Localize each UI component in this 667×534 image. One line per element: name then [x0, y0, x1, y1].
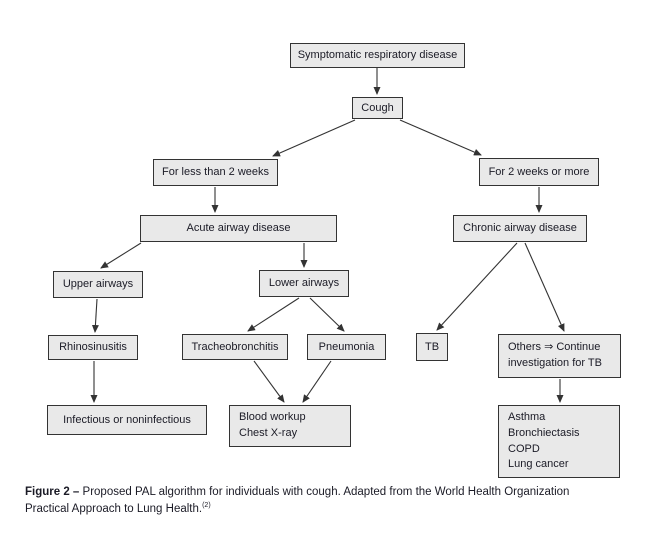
- node-tb: TB: [416, 333, 448, 361]
- figure-caption-reference: (2): [202, 502, 211, 510]
- node-lower-airways: Lower airways: [259, 270, 349, 297]
- figure-caption-line1: Proposed PAL algorithm for individuals w…: [82, 486, 570, 498]
- arrow-tracheobronchitis-to-blood-workup: [253, 360, 285, 403]
- arrow-lower-airways-to-tracheobronchitis: [247, 297, 300, 332]
- node-pneumonia: Pneumonia: [307, 334, 386, 360]
- figure-caption-line2: Practical Approach to Lung Health.: [25, 503, 203, 515]
- arrow-acute-to-upper-airways: [100, 242, 142, 269]
- arrow-cough-to-less-than-2-weeks: [272, 119, 356, 157]
- arrow-upper-airways-to-rhinosinusitis: [91, 298, 99, 333]
- node-chronic-airway-disease: Chronic airway disease: [453, 215, 587, 242]
- node-tracheobronchitis: Tracheobronchitis: [182, 334, 288, 360]
- node-chronic-diagnoses: Asthma Bronchiectasis COPD Lung cancer: [498, 405, 620, 478]
- figure-caption: Figure 2 – Proposed PAL algorithm for in…: [25, 484, 655, 518]
- node-upper-airways: Upper airways: [53, 271, 143, 298]
- node-for-2-weeks-or-more: For 2 weeks or more: [479, 158, 599, 186]
- node-rhinosinusitis: Rhinosinusitis: [48, 335, 138, 360]
- arrow-chronic-to-others: [524, 242, 565, 332]
- node-for-less-than-2-weeks: For less than 2 weeks: [153, 159, 278, 186]
- arrow-pneumonia-to-blood-workup: [302, 360, 332, 403]
- arrow-lower-airways-to-pneumonia: [309, 297, 345, 332]
- arrow-cough-to-2-weeks-or-more: [399, 119, 482, 156]
- arrow-chronic-to-tb: [436, 242, 518, 331]
- node-infectious-or-noninfectious: Infectious or noninfectious: [47, 405, 207, 435]
- node-others-continue-investigation: Others ⇒ Continue investigation for TB: [498, 334, 621, 378]
- node-cough: Cough: [352, 97, 403, 119]
- figure-caption-label: Figure 2 –: [25, 486, 80, 498]
- node-acute-airway-disease: Acute airway disease: [140, 215, 337, 242]
- node-blood-workup-chest-xray: Blood workup Chest X-ray: [229, 405, 351, 447]
- node-symptomatic-respiratory-disease: Symptomatic respiratory disease: [290, 43, 465, 68]
